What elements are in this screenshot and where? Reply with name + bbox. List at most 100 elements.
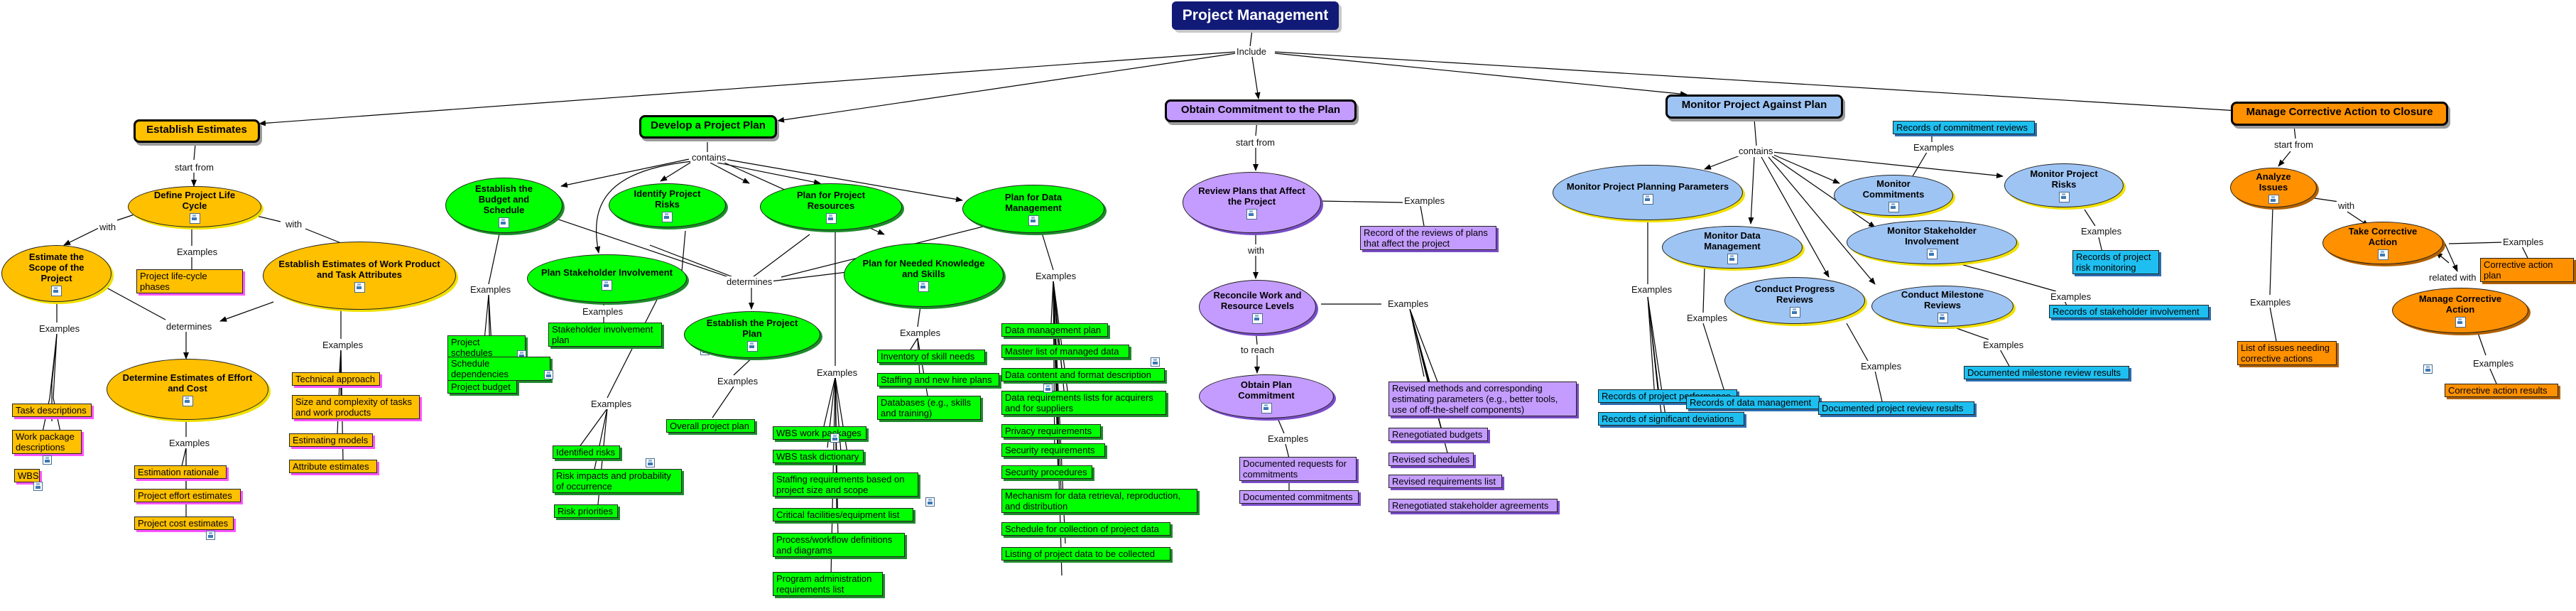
listing-project-data-box[interactable]: Listing of project data to be collected bbox=[1001, 547, 1170, 561]
image-attachment-icon[interactable] bbox=[1888, 202, 1899, 212]
size-complexity-box[interactable]: Size and complexity of tasks and work pr… bbox=[292, 395, 420, 419]
image-attachment-icon[interactable] bbox=[189, 213, 200, 224]
stakeholder-involvement-monitor-node[interactable]: Monitor Stakeholder Involvement bbox=[1847, 220, 2017, 264]
renegotiated-budgets-box[interactable]: Renegotiated budgets bbox=[1388, 428, 1488, 441]
work-product-estimates-node[interactable]: Establish Estimates of Work Product and … bbox=[263, 242, 456, 310]
image-attachment-icon[interactable] bbox=[2058, 192, 2070, 202]
image-attachment-icon[interactable] bbox=[51, 285, 62, 296]
image-attachment-icon[interactable] bbox=[1789, 307, 1800, 318]
skill-inventory-box[interactable]: Inventory of skill needs bbox=[877, 350, 985, 363]
establish-plan-node[interactable]: Establish the Project Plan bbox=[684, 311, 820, 358]
project-resources-node[interactable]: Plan for Project Resources bbox=[760, 183, 902, 230]
technical-approach-box[interactable]: Technical approach bbox=[292, 372, 380, 386]
documented-review-box[interactable]: Documented project review results bbox=[1818, 401, 1974, 415]
monitor-commitments-node[interactable]: Monitor Commitments bbox=[1834, 175, 1953, 216]
knowledge-skills-node[interactable]: Plan for Needed Knowledge and Skills bbox=[844, 243, 1004, 307]
image-attachment-icon[interactable] bbox=[1642, 193, 1653, 205]
image-attachment-icon[interactable] bbox=[543, 370, 553, 379]
risk-priorities-box[interactable]: Risk priorities bbox=[554, 504, 618, 518]
image-attachment-icon[interactable] bbox=[1246, 209, 1257, 220]
image-attachment-icon[interactable] bbox=[1727, 254, 1738, 264]
record-reviews-box[interactable]: Record of the reviews of plans that affe… bbox=[1360, 226, 1496, 250]
image-attachment-icon[interactable] bbox=[646, 458, 656, 467]
image-attachment-icon[interactable] bbox=[1261, 403, 1272, 413]
action-results-box[interactable]: Corrective action results bbox=[2445, 384, 2558, 397]
documented-requests-box[interactable]: Documented requests for commitments bbox=[1239, 457, 1357, 481]
obtain-plan-commitment-node[interactable]: Obtain Plan Commitment bbox=[1199, 374, 1334, 418]
define-life-cycle-node[interactable]: Define Project Life Cycle bbox=[128, 186, 261, 227]
issues-list-box[interactable]: List of issues needing corrective action… bbox=[2237, 341, 2337, 365]
image-attachment-icon[interactable] bbox=[2268, 195, 2279, 204]
effort-cost-node[interactable]: Determine Estimates of Effort and Cost bbox=[107, 359, 268, 420]
image-attachment-icon[interactable] bbox=[602, 279, 612, 291]
effort-estimates-box[interactable]: Project effort estimates bbox=[134, 489, 241, 502]
critical-facilities-box[interactable]: Critical facilities/equipment list bbox=[773, 508, 913, 521]
image-attachment-icon[interactable] bbox=[662, 212, 673, 222]
project-budget-box[interactable]: Project budget bbox=[447, 380, 517, 394]
wbs-dictionary-box[interactable]: WBS task dictionary bbox=[773, 450, 864, 463]
image-attachment-icon[interactable] bbox=[830, 433, 839, 443]
wbs-box[interactable]: WBS bbox=[14, 469, 40, 482]
image-attachment-icon[interactable] bbox=[825, 213, 837, 224]
records-stakeholder-box[interactable]: Records of stakeholder involvement bbox=[2049, 305, 2209, 318]
life-cycle-phases-box[interactable]: Project life-cycle phases bbox=[136, 269, 243, 293]
security-requirements-box[interactable]: Security requirements bbox=[1001, 443, 1105, 457]
program-admin-box[interactable]: Program administration requirements list bbox=[773, 572, 883, 596]
revised-schedules-box[interactable]: Revised schedules bbox=[1388, 453, 1474, 466]
renegotiated-agreements-box[interactable]: Renegotiated stakeholder agreements bbox=[1388, 499, 1558, 512]
develop-plan-phase[interactable]: Develop a Project Plan bbox=[639, 115, 777, 139]
image-attachment-icon[interactable] bbox=[1926, 249, 1938, 259]
data-plan-box[interactable]: Data management plan bbox=[1001, 323, 1108, 337]
progress-reviews-node[interactable]: Conduct Progress Reviews bbox=[1724, 277, 1865, 324]
task-descriptions-box[interactable]: Task descriptions bbox=[12, 404, 92, 417]
establish-estimates-phase[interactable]: Establish Estimates bbox=[134, 119, 260, 143]
image-attachment-icon[interactable] bbox=[1151, 357, 1161, 367]
monitor-project-phase[interactable]: Monitor Project Against Plan bbox=[1665, 94, 1843, 119]
risk-impacts-box[interactable]: Risk impacts and probability of occurren… bbox=[553, 469, 682, 493]
image-attachment-icon[interactable] bbox=[1043, 384, 1053, 393]
data-mechanism-box[interactable]: Mechanism for data retrieval, reproducti… bbox=[1001, 489, 1197, 513]
image-attachment-icon[interactable] bbox=[1937, 313, 1948, 323]
review-plans-node[interactable]: Review Plans that Affect the Project bbox=[1183, 172, 1321, 233]
schedule-collection-box[interactable]: Schedule for collection of project data bbox=[1001, 522, 1170, 536]
privacy-requirements-box[interactable]: Privacy requirements bbox=[1001, 424, 1101, 438]
image-attachment-icon[interactable] bbox=[499, 217, 509, 228]
take-action-node[interactable]: Take Corrective Action bbox=[2322, 222, 2443, 264]
wbs-packages-box[interactable]: WBS work packages bbox=[773, 426, 866, 440]
image-attachment-icon[interactable] bbox=[2455, 317, 2466, 328]
budget-schedule-node[interactable]: Establish the Budget and Schedule bbox=[445, 178, 563, 233]
documented-commitments-box[interactable]: Documented commitments bbox=[1239, 490, 1359, 504]
image-attachment-icon[interactable] bbox=[43, 455, 52, 465]
image-attachment-icon[interactable] bbox=[205, 531, 215, 540]
planning-parameters-node[interactable]: Monitor Project Planning Parameters bbox=[1553, 165, 1743, 220]
schedule-dependencies-box[interactable]: Schedule dependencies bbox=[447, 357, 550, 381]
records-commitment-box[interactable]: Records of commitment reviews bbox=[1893, 121, 2035, 134]
stakeholder-involvement-node[interactable]: Plan Stakeholder Involvement bbox=[527, 254, 687, 303]
data-management-node[interactable]: Plan for Data Management bbox=[962, 185, 1104, 233]
image-attachment-icon[interactable] bbox=[925, 497, 935, 507]
estimate-scope-node[interactable]: Estimate the Scope of the Project bbox=[1, 245, 112, 302]
monitor-data-management-node[interactable]: Monitor Data Management bbox=[1662, 226, 1803, 269]
image-attachment-icon[interactable] bbox=[746, 341, 758, 352]
obtain-commitment-phase[interactable]: Obtain Commitment to the Plan bbox=[1165, 99, 1357, 122]
identify-risks-node[interactable]: Identify Project Risks bbox=[609, 183, 726, 227]
cost-estimates-box[interactable]: Project cost estimates bbox=[134, 517, 234, 530]
overall-plan-box[interactable]: Overall project plan bbox=[666, 419, 755, 433]
image-attachment-icon[interactable] bbox=[2423, 364, 2433, 374]
image-attachment-icon[interactable] bbox=[182, 396, 193, 406]
databases-box[interactable]: Databases (e.g., skills and training) bbox=[877, 396, 981, 420]
documented-milestone-box[interactable]: Documented milestone review results bbox=[1964, 366, 2129, 379]
attribute-estimates-box[interactable]: Attribute estimates bbox=[289, 460, 377, 473]
image-attachment-icon[interactable] bbox=[2377, 249, 2388, 260]
records-data-box[interactable]: Records of data management bbox=[1686, 396, 1820, 409]
monitor-risks-node[interactable]: Monitor Project Risks bbox=[2004, 163, 2124, 207]
records-deviations-box[interactable]: Records of significant deviations bbox=[1598, 412, 1744, 426]
reconcile-node[interactable]: Reconcile Work and Resource Levels bbox=[1199, 280, 1316, 334]
estimating-models-box[interactable]: Estimating models bbox=[289, 433, 373, 447]
revised-requirements-box[interactable]: Revised requirements list bbox=[1388, 475, 1502, 488]
milestone-reviews-node[interactable]: Conduct Milestone Reviews bbox=[1871, 286, 2013, 327]
records-risk-box[interactable]: Records of project risk monitoring bbox=[2072, 250, 2159, 274]
staffing-requirements-box[interactable]: Staffing requirements based on project s… bbox=[773, 472, 918, 497]
action-plan-box[interactable]: Corrective action plan bbox=[2480, 258, 2574, 282]
identified-risks-box[interactable]: Identified risks bbox=[553, 445, 620, 459]
